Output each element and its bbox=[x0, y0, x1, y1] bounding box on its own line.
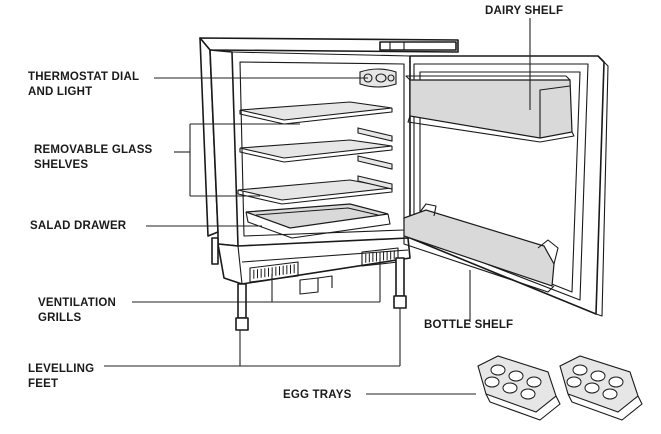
egg-cup bbox=[490, 364, 506, 376]
egg-tray-right bbox=[559, 355, 643, 421]
shelf-runners bbox=[357, 127, 393, 190]
label-bottle-shelf: BOTTLE SHELF bbox=[424, 319, 513, 331]
ventilation-grills bbox=[249, 247, 399, 295]
label-glass-line1: REMOVABLE GLASS bbox=[34, 144, 153, 156]
egg-cup bbox=[566, 376, 582, 388]
label-salad-drawer: SALAD DRAWER bbox=[30, 220, 127, 232]
cabinet bbox=[199, 37, 459, 285]
egg-cup bbox=[608, 376, 624, 388]
egg-cup bbox=[502, 382, 518, 394]
egg-tray-left bbox=[477, 355, 561, 421]
egg-cup bbox=[520, 388, 536, 400]
dairy-shelf bbox=[405, 75, 575, 143]
label-thermostat-line1: THERMOSTAT DIAL bbox=[28, 71, 139, 83]
egg-cup bbox=[526, 376, 542, 388]
glass-shelves bbox=[237, 101, 393, 205]
salad-drawer bbox=[245, 203, 391, 239]
label-levelling-line1: LEVELLING bbox=[28, 363, 94, 375]
label-ventilation-line1: VENTILATION bbox=[38, 297, 116, 309]
egg-cup bbox=[590, 370, 606, 382]
label-levelling-line2: FEET bbox=[28, 378, 58, 390]
label-thermostat-line2: AND LIGHT bbox=[28, 86, 92, 98]
label-dairy-shelf: DAIRY SHELF bbox=[485, 5, 563, 17]
label-ventilation-line2: GRILLS bbox=[38, 312, 81, 324]
label-glass-line2: SHELVES bbox=[34, 159, 88, 171]
egg-cup bbox=[584, 382, 600, 394]
levelling-feet bbox=[211, 237, 407, 331]
egg-cup bbox=[572, 364, 588, 376]
leader-lines bbox=[104, 18, 531, 395]
label-egg-trays: EGG TRAYS bbox=[283, 389, 352, 401]
bottle-shelf bbox=[403, 203, 559, 293]
egg-cup bbox=[484, 376, 500, 388]
egg-cup bbox=[508, 370, 524, 382]
egg-cup bbox=[602, 388, 618, 400]
